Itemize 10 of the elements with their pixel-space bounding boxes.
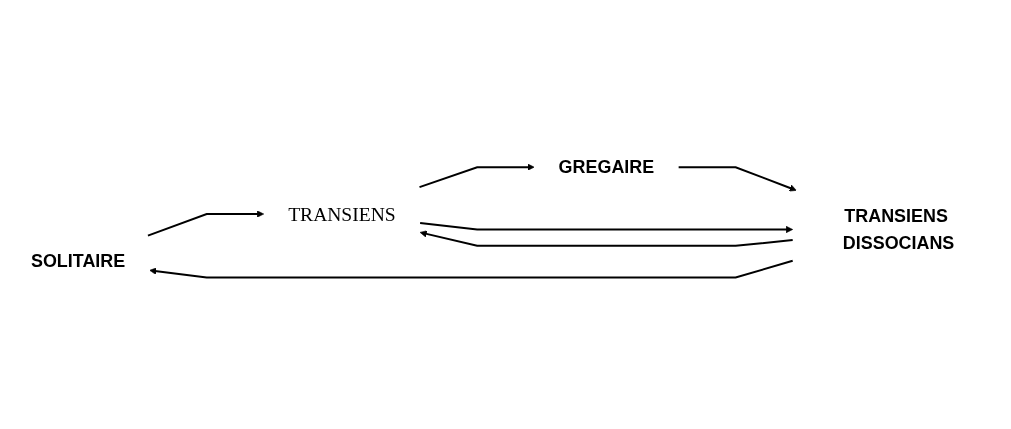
arrow — [678, 166, 797, 192]
arrow — [420, 222, 793, 234]
arrow — [419, 230, 793, 248]
node-text: TRANSIENS DISSOCIANS — [842, 206, 955, 254]
arrow — [149, 260, 793, 279]
node-text: TRANSIENS — [288, 203, 396, 225]
arrow — [147, 210, 265, 237]
arrow — [419, 163, 535, 189]
node-text: GREGAIRE — [558, 157, 655, 178]
node-text: SOLITAIRE — [30, 251, 126, 272]
